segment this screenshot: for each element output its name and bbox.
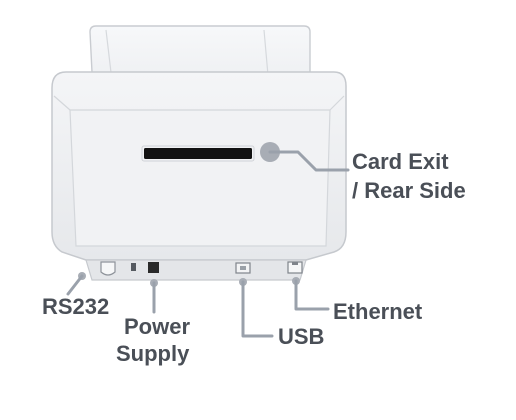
power-label: Power	[124, 314, 191, 339]
printer-front-panel	[69, 109, 331, 247]
ethernet-label: Ethernet	[333, 299, 423, 324]
printer-body	[51, 25, 347, 281]
rear-side-label: / Rear Side	[352, 178, 466, 203]
supply-label: Supply	[116, 341, 190, 366]
rs232-label: RS232	[42, 294, 110, 319]
card-exit-slot	[144, 148, 252, 159]
usb-callout-line	[241, 280, 274, 338]
card-exit-callout-line	[268, 150, 350, 172]
ethernet-callout-line	[294, 279, 330, 311]
rs232-callout-line	[66, 274, 84, 296]
printer-base	[85, 259, 307, 281]
card-exit-label: Card Exit	[352, 149, 449, 174]
power-supply-port	[148, 262, 159, 273]
callouts	[66, 142, 350, 338]
usb-label: USB	[278, 324, 325, 349]
rs232-port	[100, 261, 116, 276]
